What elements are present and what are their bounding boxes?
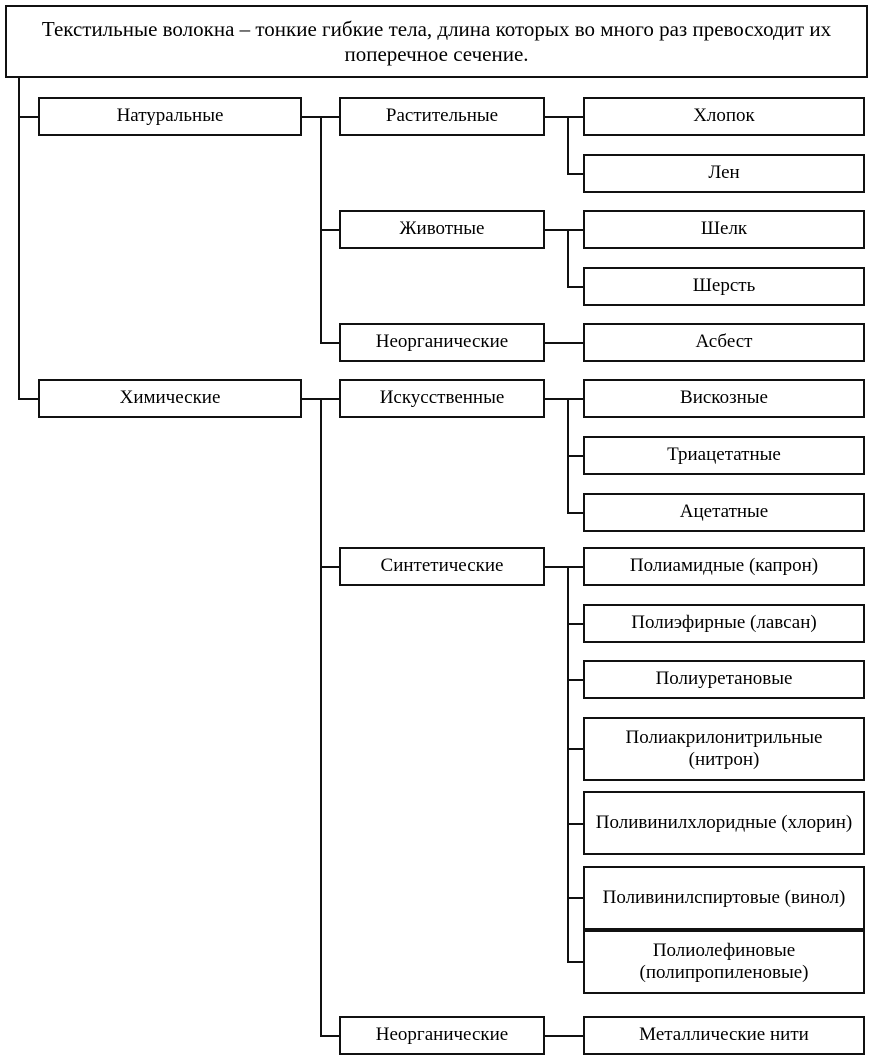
box-silk-label: Шелк bbox=[700, 218, 748, 240]
connector-artificial-stub bbox=[545, 398, 569, 400]
box-metal-threads[interactable]: Металлические нити bbox=[583, 1016, 865, 1055]
box-polyvinylalcohol[interactable]: Поливинилспиртовые (винол) bbox=[583, 866, 865, 930]
connector-natural-to-plant bbox=[320, 116, 340, 118]
box-polyacrylonitrile-label: Полиакрилонитрильные (нитрон) bbox=[625, 726, 823, 770]
connector-synthetic-to-pan bbox=[567, 748, 585, 750]
box-asbestos[interactable]: Асбест bbox=[583, 323, 865, 362]
connector-synthetic-stub bbox=[545, 566, 569, 568]
connector-synthetic-to-polyester bbox=[567, 623, 585, 625]
box-polyvinylchloride[interactable]: Поливинилхлоридные (хлорин) bbox=[583, 791, 865, 855]
box-inorganic-chemical[interactable]: Неорганические bbox=[339, 1016, 545, 1055]
connector-artificial-to-acetate bbox=[567, 512, 585, 514]
box-inorganic-natural[interactable]: Неорганические bbox=[339, 323, 545, 362]
connector-chemical-bus bbox=[320, 398, 322, 1036]
box-synthetic[interactable]: Синтетические bbox=[339, 547, 545, 586]
box-polyvinylalcohol-label: Поливинилспиртовые (винол) bbox=[602, 886, 846, 908]
box-polyvinylchloride-label: Поливинилхлоридные (хлорин) bbox=[595, 811, 853, 833]
box-triacetate[interactable]: Триацетатные bbox=[583, 436, 865, 475]
box-polyurethane-label: Полиуретановые bbox=[655, 668, 793, 690]
connector-synthetic-to-pva bbox=[567, 897, 585, 899]
box-cotton-label: Хлопок bbox=[693, 105, 755, 127]
box-chemical-label: Химические bbox=[119, 387, 221, 409]
box-chemical[interactable]: Химические bbox=[38, 379, 302, 418]
box-metal-threads-label: Металлические нити bbox=[639, 1024, 809, 1046]
connector-chemical-to-synthetic bbox=[320, 566, 340, 568]
box-viscose-label: Вискозные bbox=[680, 387, 768, 409]
connector-root-to-chemical bbox=[18, 398, 40, 400]
connector-synthetic-to-pvc bbox=[567, 823, 585, 825]
connector-synthetic-to-polyurethane bbox=[567, 679, 585, 681]
box-natural-label: Натуральные bbox=[116, 105, 224, 127]
connector-synthetic-to-polyolefin bbox=[567, 961, 585, 963]
box-polyester[interactable]: Полиэфирные (лавсан) bbox=[583, 604, 865, 643]
box-plant-label: Растительные bbox=[385, 105, 499, 127]
box-animal[interactable]: Животные bbox=[339, 210, 545, 249]
box-wool[interactable]: Шерсть bbox=[583, 267, 865, 306]
box-inorganic-chemical-label: Неорганические bbox=[375, 1024, 509, 1046]
connector-root-trunk bbox=[18, 78, 20, 400]
box-cotton[interactable]: Хлопок bbox=[583, 97, 865, 136]
box-inorganic-natural-label: Неорганические bbox=[375, 331, 509, 353]
box-plant[interactable]: Растительные bbox=[339, 97, 545, 136]
connector-chemical-to-artificial bbox=[320, 398, 340, 400]
box-polyurethane[interactable]: Полиуретановые bbox=[583, 660, 865, 699]
box-asbestos-label: Асбест bbox=[695, 331, 753, 353]
connector-synthetic-bus bbox=[567, 566, 569, 961]
box-polyolefin-label: Полиолефиновые (полипропиленовые) bbox=[639, 939, 809, 983]
box-polyamide-label: Полиамидные (капрон) bbox=[629, 555, 819, 577]
box-animal-label: Животные bbox=[399, 218, 485, 240]
connector-artificial-to-triacetate bbox=[567, 455, 585, 457]
connector-natural-to-inorganic bbox=[320, 342, 340, 344]
box-artificial[interactable]: Искусственные bbox=[339, 379, 545, 418]
box-polyolefin[interactable]: Полиолефиновые (полипропиленовые) bbox=[583, 930, 865, 994]
root-box-label: Текстильные волокна – тонкие гибкие тела… bbox=[41, 16, 832, 66]
connector-natural-to-animal bbox=[320, 229, 340, 231]
connector-chemical-to-inorganic bbox=[320, 1035, 340, 1037]
box-polyester-label: Полиэфирные (лавсан) bbox=[631, 612, 817, 634]
connector-root-to-natural bbox=[18, 116, 40, 118]
box-triacetate-label: Триацетатные bbox=[667, 444, 781, 466]
connector-inorganic-chem-to-metal bbox=[545, 1035, 585, 1037]
box-natural[interactable]: Натуральные bbox=[38, 97, 302, 136]
connector-synthetic-to-polyamide bbox=[567, 566, 585, 568]
root-box-textile-fibers: Текстильные волокна – тонкие гибкие тела… bbox=[5, 5, 868, 78]
box-artificial-label: Искусственные bbox=[379, 387, 505, 409]
connector-natural-stub bbox=[302, 116, 322, 118]
box-viscose[interactable]: Вискозные bbox=[583, 379, 865, 418]
connector-plant-to-flax bbox=[567, 173, 585, 175]
connector-animal-bus bbox=[567, 229, 569, 286]
connector-animal-to-wool bbox=[567, 286, 585, 288]
box-acetate[interactable]: Ацетатные bbox=[583, 493, 865, 532]
connector-plant-stub bbox=[545, 116, 569, 118]
box-flax[interactable]: Лен bbox=[583, 154, 865, 193]
connector-animal-stub bbox=[545, 229, 569, 231]
box-polyamide[interactable]: Полиамидные (капрон) bbox=[583, 547, 865, 586]
box-flax-label: Лен bbox=[708, 162, 740, 184]
connector-plant-bus bbox=[567, 116, 569, 173]
box-polyacrylonitrile[interactable]: Полиакрилонитрильные (нитрон) bbox=[583, 717, 865, 781]
box-silk[interactable]: Шелк bbox=[583, 210, 865, 249]
connector-artificial-to-viscose bbox=[567, 398, 585, 400]
connector-chemical-stub bbox=[302, 398, 322, 400]
connector-inorganic-nat-to-asbestos bbox=[545, 342, 585, 344]
box-acetate-label: Ацетатные bbox=[679, 501, 769, 523]
box-synthetic-label: Синтетические bbox=[380, 555, 504, 577]
connector-plant-to-cotton bbox=[567, 116, 585, 118]
connector-animal-to-silk bbox=[567, 229, 585, 231]
box-wool-label: Шерсть bbox=[692, 275, 756, 297]
